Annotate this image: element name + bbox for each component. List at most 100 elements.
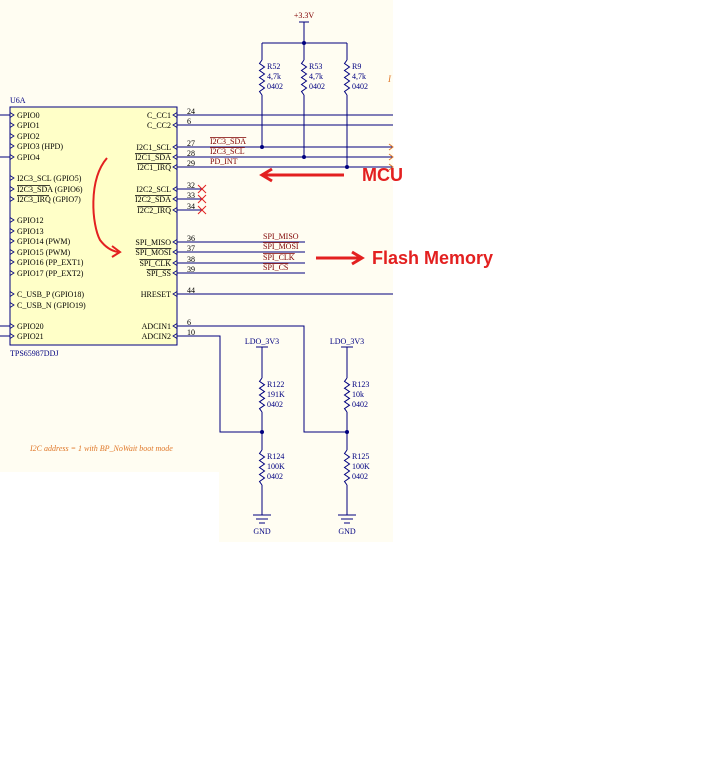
schematic-paper-lower xyxy=(219,472,393,542)
pin-port-icon xyxy=(172,144,178,150)
chip-right-pin-label: C_CC2 xyxy=(147,121,171,130)
resistor-value: 100K xyxy=(352,462,370,471)
no-connect-marks xyxy=(197,184,207,215)
chip-right-pin-label: ADCIN2 xyxy=(142,332,171,341)
resistor-package: 0402 xyxy=(267,82,283,91)
net-power-top: +3.3V xyxy=(294,11,315,20)
chip-left-pin-label: GPIO1 xyxy=(17,121,40,130)
net-label-spi-cs: SPI_CS xyxy=(263,263,288,272)
net-label-spi-clk: SPI_CLK xyxy=(263,253,295,262)
pin-port-icon xyxy=(172,154,178,160)
edge-mark: I xyxy=(387,74,392,84)
wire-adcin2 xyxy=(177,335,262,433)
resistor-package: 0402 xyxy=(267,472,283,481)
net-label-pd-int: PD_INT xyxy=(210,157,238,166)
pin-port-icon xyxy=(172,164,178,170)
junction xyxy=(345,165,349,169)
wire-i2c2 xyxy=(177,188,202,211)
resistor-ref: R9 xyxy=(352,62,361,71)
junction xyxy=(260,430,264,434)
pin-port-icon xyxy=(172,249,178,255)
no-connect-icon xyxy=(197,205,207,215)
resistor-value: 191K xyxy=(267,390,285,399)
chip-pin-number: 28 xyxy=(187,149,195,158)
pin-port-icon xyxy=(9,259,15,265)
chip-body xyxy=(9,106,178,346)
resistor-zigzag-icon xyxy=(300,59,308,96)
chip-right-pin-label: C_CC1 xyxy=(147,111,171,120)
power-symbol-top: +3.3V xyxy=(294,11,315,23)
resistor-package: 0402 xyxy=(352,82,368,91)
junctions xyxy=(260,41,349,434)
resistor-package: 0402 xyxy=(352,472,368,481)
chip-pin-number: 44 xyxy=(187,286,195,295)
i2c-address-note: I2C address = 1 with BP_NoWait boot mode xyxy=(29,444,173,453)
chip-left-pin-label: GPIO3 (HPD) xyxy=(17,142,63,151)
chip-left-pin-label: I2C3_IRQ (GPIO7) xyxy=(17,195,81,204)
resistor-zigzag-icon xyxy=(258,59,266,96)
wire-spi xyxy=(177,241,305,274)
resistor-ref: R52 xyxy=(267,62,280,71)
no-connect-icon xyxy=(197,194,207,204)
ground-icon xyxy=(338,514,356,524)
chip-pin-number: 32 xyxy=(187,181,195,190)
annotation-flash-memory: Flash Memory xyxy=(372,248,493,268)
resistors: R524,7k0402R534,7k0402R94,7k0402R122191K… xyxy=(258,59,370,486)
chip-right-pin-label: SPI_MOSI xyxy=(135,248,171,257)
chip-pin-number: 6 xyxy=(187,318,191,327)
junction xyxy=(302,41,306,45)
chip-left-pin-label: GPIO15 (PWM) xyxy=(17,248,70,257)
pin-port-icon xyxy=(9,196,15,202)
chip-left-pin-label: GPIO17 (PP_EXT2) xyxy=(17,269,84,278)
chip-right-pin-label: HRESET xyxy=(141,290,171,299)
chip-right-pin-label: SPI_SS xyxy=(147,269,171,278)
pin-port-icon xyxy=(9,112,15,118)
ldo-symbol-left: LDO_3V3 xyxy=(245,337,279,348)
wire-adcin1 xyxy=(177,325,347,433)
net-ldo-left: LDO_3V3 xyxy=(245,337,279,346)
pin-port-icon xyxy=(9,238,15,244)
pin-port-icon xyxy=(172,207,178,213)
resistor-package: 0402 xyxy=(352,400,368,409)
chip-right-pin-label: I2C2_IRQ xyxy=(137,206,171,215)
chip-part-number: TPS65987DDJ xyxy=(10,349,58,358)
annotation-mcu-arrow xyxy=(259,167,344,183)
resistor-ref: R122 xyxy=(267,380,284,389)
resistor-value: 100K xyxy=(267,462,285,471)
chip-right-pin-label: SPI_MISO xyxy=(135,238,171,247)
chip-right-pin-label: ADCIN1 xyxy=(142,322,171,331)
chip-pin-number: 33 xyxy=(187,191,195,200)
net-ldo-right: LDO_3V3 xyxy=(330,337,364,346)
resistor-zigzag-icon xyxy=(343,449,351,486)
pin-port-icon xyxy=(9,302,15,308)
resistor-ref: R123 xyxy=(352,380,369,389)
no-connect-icon xyxy=(197,184,207,194)
resistor-ref: R124 xyxy=(267,452,284,461)
wire-left-edge xyxy=(0,114,10,337)
net-label-spi-mosi: SPI_MOSI xyxy=(263,242,299,251)
pin-port-icon xyxy=(9,133,15,139)
ground-symbol-right xyxy=(338,514,356,524)
chip-right-pin-label: I2C1_SCL xyxy=(136,143,171,152)
pin-port-icon xyxy=(9,249,15,255)
pin-port-icon xyxy=(9,333,15,339)
resistor-value: 10k xyxy=(352,390,364,399)
chip-pin-number: 29 xyxy=(187,159,195,168)
chip-pin-number: 6 xyxy=(187,117,191,126)
chip-left-pin-label: GPIO12 xyxy=(17,216,44,225)
resistor-value: 4,7k xyxy=(352,72,366,81)
chip-pin-number: 37 xyxy=(187,244,195,253)
pin-port-icon xyxy=(172,186,178,192)
pin-port-icon xyxy=(9,154,15,160)
chip-right-pin-label: I2C2_SDA xyxy=(135,195,171,204)
pin-port-icon xyxy=(172,333,178,339)
junction xyxy=(302,155,306,159)
